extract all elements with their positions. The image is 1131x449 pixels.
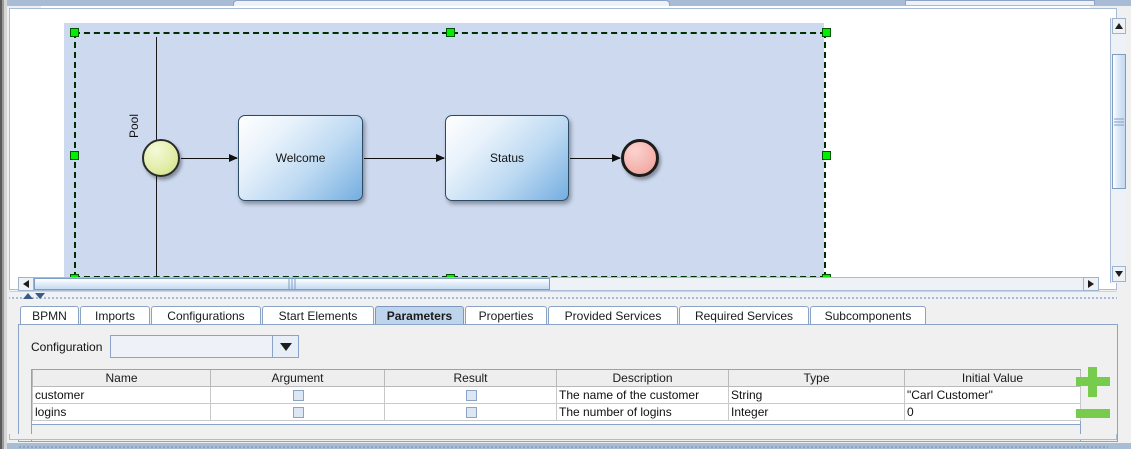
column-header-result[interactable]: Result	[384, 370, 557, 387]
top-tab-stub-secondary[interactable]	[905, 0, 1095, 5]
tab-label: Imports	[94, 309, 135, 323]
bpmn-task-status[interactable]: Status	[445, 115, 569, 201]
selection-handle-top-right[interactable]	[822, 28, 831, 37]
tab-label: Configurations	[167, 309, 245, 323]
tab-configurations[interactable]: Configurations	[151, 306, 261, 325]
scrollbar-grip-icon	[288, 279, 296, 289]
cell-type[interactable]: String	[728, 386, 905, 404]
selection-handle-top-center[interactable]	[446, 28, 455, 37]
editor-top-filler	[41, 6, 1090, 8]
scroll-up-button[interactable]	[1112, 18, 1126, 34]
cell-result[interactable]	[384, 403, 557, 421]
chevron-up-icon	[1115, 23, 1123, 29]
sequence-flow-welcome-to-status[interactable]	[364, 154, 445, 162]
tab-parameters[interactable]: Parameters	[375, 306, 464, 325]
configuration-combobox[interactable]	[110, 335, 300, 358]
tab-label: Start Elements	[278, 309, 358, 323]
parameters-tab-content: Configuration Name	[18, 324, 1118, 442]
collapse-down-icon[interactable]	[35, 293, 45, 299]
cell-result[interactable]	[384, 386, 557, 404]
tab-imports[interactable]: Imports	[80, 306, 150, 325]
tab-label: Provided Services	[564, 309, 662, 323]
scroll-left-button[interactable]	[18, 277, 34, 291]
column-header-type[interactable]: Type	[728, 370, 905, 387]
task-welcome-label: Welcome	[275, 151, 326, 165]
table-row[interactable]: logins The number of logins Integer 0	[32, 403, 1081, 421]
column-header-name[interactable]: Name	[32, 370, 211, 387]
column-header-description[interactable]: Description	[556, 370, 729, 387]
chevron-left-icon	[23, 280, 29, 288]
diagram-vertical-scrollbar[interactable]	[1110, 18, 1126, 283]
tab-label: Properties	[478, 309, 534, 323]
bpmn-start-event[interactable]	[142, 139, 180, 177]
tab-label: Required Services	[694, 309, 794, 323]
vertical-scrollbar-thumb[interactable]	[1112, 54, 1126, 189]
table-row[interactable]: customer The name of the customer String…	[32, 386, 1081, 404]
chevron-down-icon	[1115, 271, 1123, 277]
result-checkbox[interactable]	[466, 407, 477, 419]
tab-bpmn[interactable]: BPMN	[20, 306, 79, 325]
window-left-edge	[0, 0, 7, 449]
tab-start-elements[interactable]: Start Elements	[262, 306, 374, 325]
result-checkbox[interactable]	[466, 390, 477, 402]
cell-initial-value[interactable]: "Carl Customer"	[904, 386, 1081, 404]
cell-argument[interactable]	[210, 403, 385, 421]
split-pane-divider[interactable]	[9, 291, 1117, 301]
cell-name[interactable]: customer	[32, 386, 211, 404]
configuration-row: Configuration	[31, 335, 300, 358]
scrollbar-grip-icon	[1114, 118, 1124, 125]
top-tab-stub[interactable]	[233, 0, 670, 6]
task-status-label: Status	[489, 151, 525, 165]
argument-checkbox[interactable]	[293, 407, 304, 419]
configuration-label: Configuration	[31, 339, 103, 354]
cell-name[interactable]: logins	[32, 403, 211, 421]
tab-label: BPMN	[32, 309, 67, 323]
table-header-row: Name Argument Result Description Type In…	[32, 370, 1081, 387]
tab-subcomponents[interactable]: Subcomponents	[810, 306, 926, 325]
scroll-right-button[interactable]	[1083, 277, 1099, 291]
sequence-flow-status-to-end[interactable]	[570, 154, 621, 162]
cell-argument[interactable]	[210, 386, 385, 404]
tab-provided-services[interactable]: Provided Services	[548, 306, 678, 325]
scroll-down-button[interactable]	[1112, 266, 1126, 282]
panel-bottom-border	[9, 434, 1117, 440]
tab-required-services[interactable]: Required Services	[679, 306, 809, 325]
add-parameter-button[interactable]	[1076, 367, 1110, 397]
remove-parameter-button[interactable]	[1076, 409, 1110, 418]
window-bottom-grip[interactable]	[18, 445, 1108, 448]
tab-label: Subcomponents	[824, 309, 912, 323]
column-header-argument[interactable]: Argument	[210, 370, 385, 387]
chevron-right-icon	[1088, 280, 1094, 288]
parameters-table: Name Argument Result Description Type In…	[32, 370, 1081, 421]
cell-description[interactable]: The number of logins	[556, 403, 729, 421]
chevron-down-icon	[279, 342, 292, 351]
diagram-horizontal-scrollbar[interactable]	[18, 277, 1099, 291]
configuration-dropdown-button[interactable]	[272, 336, 299, 357]
collapse-up-icon[interactable]	[23, 293, 33, 299]
configuration-value[interactable]	[111, 336, 273, 357]
tab-label: Parameters	[386, 309, 453, 323]
cell-description[interactable]: The name of the customer	[556, 386, 729, 404]
sequence-flow-start-to-welcome[interactable]	[181, 154, 238, 162]
bpmn-canvas[interactable]: Pool Welcome Status	[20, 18, 1110, 283]
row-actions	[1076, 367, 1112, 425]
bpmn-end-event[interactable]	[621, 139, 659, 177]
cell-initial-value[interactable]: 0	[904, 403, 1081, 421]
horizontal-scrollbar-thumb[interactable]	[34, 278, 550, 290]
argument-checkbox[interactable]	[293, 390, 304, 402]
selection-handle-middle-left[interactable]	[70, 151, 79, 160]
tab-properties[interactable]: Properties	[465, 306, 547, 325]
cell-type[interactable]: Integer	[728, 403, 905, 421]
selection-handle-top-left[interactable]	[70, 28, 79, 37]
bpmn-diagram-pane[interactable]: Pool Welcome Status	[9, 8, 1126, 290]
bpmn-task-welcome[interactable]: Welcome	[238, 115, 363, 201]
properties-tab-panel: BPMN Imports Configurations Start Elemen…	[9, 300, 1118, 442]
column-header-initial-value[interactable]: Initial Value	[904, 370, 1081, 387]
selection-handle-middle-right[interactable]	[822, 151, 831, 160]
parameters-table-wrapper[interactable]: Name Argument Result Description Type In…	[31, 369, 1081, 425]
